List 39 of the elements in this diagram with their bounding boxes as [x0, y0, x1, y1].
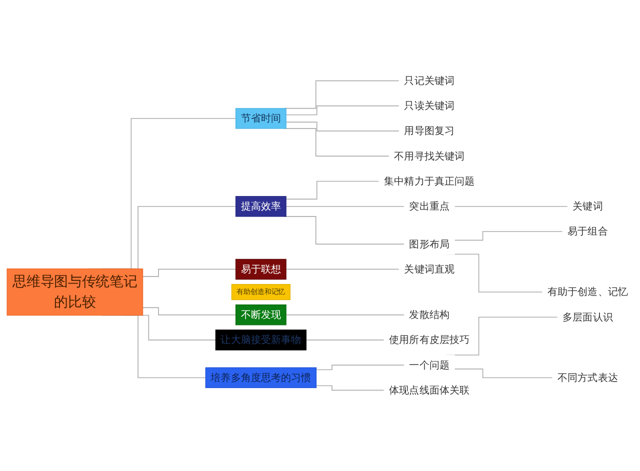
connector [284, 216, 405, 245]
connector [316, 364, 405, 370]
connector [454, 368, 553, 378]
node-text: 只读关键词 [404, 100, 454, 112]
connector [316, 385, 385, 391]
connector [286, 314, 405, 316]
node-text: 关键词 [572, 200, 603, 212]
node-text: 不同方式表达 [558, 371, 618, 384]
connector [454, 206, 568, 207]
node-box: 让大脑接受新事物 [215, 330, 306, 350]
connector [454, 231, 564, 241]
node-text: 一个问题 [409, 358, 450, 371]
node-text: 只记关键词 [404, 74, 454, 86]
node-text: 集中精力于真正问题 [384, 175, 475, 187]
connector [142, 307, 236, 316]
node-box: 不断发现 [235, 304, 286, 326]
connector [284, 80, 400, 109]
connector [142, 268, 236, 277]
node-text: 用导图复习 [404, 124, 454, 137]
node-text: 发散结构 [409, 308, 450, 320]
node-text: 有助于创造、记忆 [548, 286, 628, 298]
node-box: 易于联想 [235, 258, 286, 280]
connector [286, 206, 405, 207]
node-box: 提高效率 [235, 196, 286, 217]
node-text: 使用所有皮层技巧 [389, 334, 470, 346]
node-box: 思维导图与传统笔记的比较 [6, 268, 144, 316]
node-text: 突出重点 [409, 200, 450, 212]
node-text: 不用寻找关键词 [394, 150, 465, 162]
node-box: 培养多角度思考的习惯 [205, 367, 317, 388]
connector [286, 268, 400, 270]
node-box: 节省时间 [235, 108, 286, 129]
node-text: 易于组合 [568, 225, 608, 238]
node-text: 关键词直观 [404, 262, 454, 275]
node-text: 体现点线面体关联 [389, 384, 470, 396]
node-text: 图形布局 [409, 238, 450, 250]
connector [286, 122, 400, 132]
connector [286, 105, 400, 116]
connector [286, 180, 380, 200]
node-text: 多层面认识 [562, 310, 613, 323]
